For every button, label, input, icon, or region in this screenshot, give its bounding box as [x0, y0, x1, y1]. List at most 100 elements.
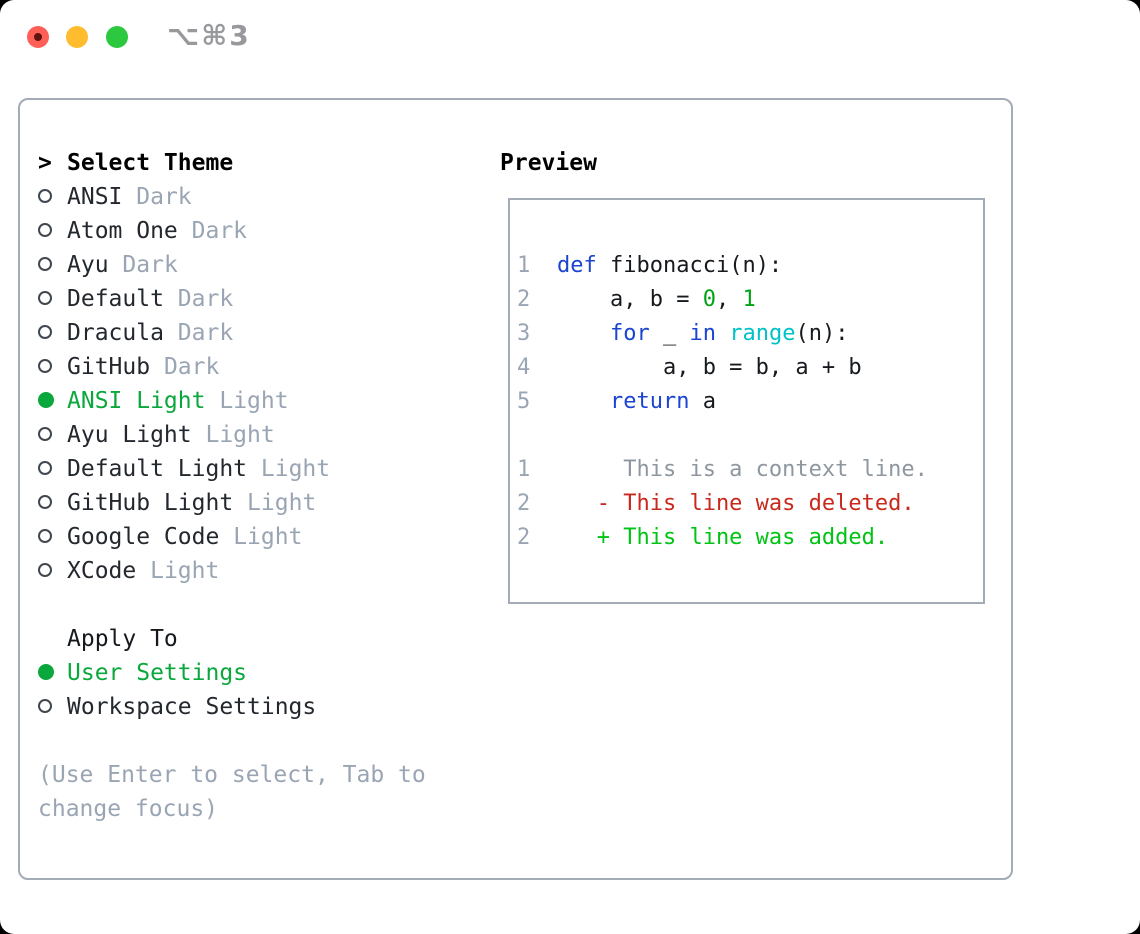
- theme-option-xcode[interactable]: XCode Light: [38, 554, 426, 588]
- code-segment-number: 0: [702, 287, 716, 312]
- line-number: 2: [517, 491, 531, 516]
- select-theme-header: >Select Theme: [38, 146, 426, 180]
- apply-to-title: Apply To: [67, 626, 178, 652]
- spacer: [38, 724, 426, 758]
- apply-option-workspace-settings[interactable]: Workspace Settings: [38, 690, 426, 724]
- line-number: 3: [517, 321, 531, 346]
- radio-circle: [38, 392, 54, 408]
- theme-option-ayu[interactable]: Ayu Dark: [38, 248, 426, 282]
- apply-to-header: Apply To: [38, 622, 426, 656]
- theme-variant-tag: Light: [247, 490, 317, 516]
- theme-name: XCode: [67, 558, 137, 584]
- theme-variant-tag: Light: [150, 558, 220, 584]
- radio-icon: [38, 350, 67, 384]
- theme-name: Ayu: [67, 252, 109, 278]
- theme-option-atom-one[interactable]: Atom One Dark: [38, 214, 426, 248]
- code-segment-plain: a, b = b, a + b: [557, 355, 862, 380]
- code-segment-plain: [557, 321, 610, 346]
- theme-name: Default Light: [67, 456, 248, 482]
- code-segment-keyword: for: [609, 321, 650, 346]
- radio-circle: [38, 257, 52, 271]
- preview-title: Preview: [500, 150, 597, 176]
- theme-variant-tag: Light: [219, 388, 289, 414]
- theme-option-github-light[interactable]: GitHub Light Light: [38, 486, 426, 520]
- theme-name: Ayu Light: [67, 422, 192, 448]
- code-segment-plain: a: [689, 389, 716, 414]
- apply-option-user-settings[interactable]: User Settings: [38, 656, 426, 690]
- diff-added-line: 2 + This line was added.: [517, 521, 983, 555]
- code-line-3: 3 for _ in range(n):: [517, 317, 983, 351]
- code-segment-plain: fibonacci(n):: [596, 253, 783, 278]
- window-title-shortcut: ⌥⌘3: [167, 19, 251, 52]
- radio-icon: [38, 282, 67, 316]
- blank-line: [517, 419, 983, 453]
- theme-option-ansi-light[interactable]: ANSI Light Light: [38, 384, 426, 418]
- radio-circle: [38, 359, 52, 373]
- theme-option-default-light[interactable]: Default Light Light: [38, 452, 426, 486]
- code-segment-plain: ,: [715, 287, 743, 312]
- theme-name: Default: [67, 286, 164, 312]
- radio-icon: [38, 180, 67, 214]
- code-segment-plain: [716, 321, 729, 346]
- radio-circle: [38, 563, 52, 577]
- theme-option-ayu-light[interactable]: Ayu Light Light: [38, 418, 426, 452]
- radio-circle: [38, 189, 52, 203]
- theme-variant-tag: Light: [205, 422, 275, 448]
- code-line-4: 4 a, b = b, a + b: [517, 351, 983, 385]
- code-segment-keyword: def: [557, 253, 597, 278]
- preview-box: 1 def fibonacci(n): 2 a, b = 0, 1 3 for _ i…: [508, 198, 985, 604]
- radio-circle: [38, 291, 52, 305]
- theme-variant-tag: Light: [233, 524, 303, 550]
- code-segment-deleted: - This line was deleted.: [557, 491, 915, 516]
- line-number: 2: [517, 287, 531, 312]
- minimize-button[interactable]: [66, 26, 88, 48]
- radio-icon: [38, 214, 67, 248]
- code-segment-plain: a, b =: [557, 287, 703, 312]
- theme-name: GitHub Light: [67, 490, 234, 516]
- preview-column: Preview 1 def fibonacci(n): 2 a, b = 0, 1 3…: [500, 146, 985, 604]
- theme-option-default[interactable]: Default Dark: [38, 282, 426, 316]
- radio-icon: [38, 248, 67, 282]
- line-number: 4: [517, 355, 531, 380]
- apply-option-label: User Settings: [67, 660, 248, 686]
- theme-option-dracula[interactable]: Dracula Dark: [38, 316, 426, 350]
- code-segment-plain: _: [649, 321, 690, 346]
- radio-circle: [38, 223, 52, 237]
- radio-icon: [38, 520, 67, 554]
- close-button-dot: [34, 33, 42, 41]
- code-segment-builtin: range: [729, 321, 796, 346]
- line-number: 2: [517, 525, 531, 550]
- theme-variant-tag: Dark: [136, 184, 192, 210]
- code-segment-keyword: return: [609, 389, 690, 414]
- diff-deleted-line: 2 - This line was deleted.: [517, 487, 983, 521]
- help-line: (Use Enter to select, Tab to: [38, 762, 426, 788]
- titlebar: ⌥⌘3: [0, 0, 1140, 74]
- radio-icon: [38, 452, 67, 486]
- theme-option-google-code[interactable]: Google Code Light: [38, 520, 426, 554]
- code-segment-keyword: in: [689, 321, 716, 346]
- select-theme-title: Select Theme: [67, 150, 234, 176]
- theme-name: ANSI Light: [67, 388, 206, 414]
- radio-icon: [38, 486, 67, 520]
- close-button[interactable]: [27, 26, 49, 48]
- apply-option-label: Workspace Settings: [67, 694, 317, 720]
- radio-circle: [38, 461, 52, 475]
- theme-option-github[interactable]: GitHub Dark: [38, 350, 426, 384]
- code-segment-plain: [557, 389, 610, 414]
- theme-variant-tag: Light: [260, 456, 331, 482]
- theme-name: Atom One: [67, 218, 178, 244]
- theme-name: GitHub: [67, 354, 151, 380]
- radio-icon: [38, 690, 67, 724]
- selected-radio-icon: [38, 384, 67, 418]
- zoom-button[interactable]: [106, 26, 128, 48]
- theme-option-ansi[interactable]: ANSI Dark: [38, 180, 426, 214]
- code-segment-added: + This line was added.: [557, 525, 889, 550]
- theme-variant-tag: Dark: [177, 286, 234, 312]
- line-number: 1: [517, 253, 531, 278]
- code-line-1: 1 def fibonacci(n):: [517, 249, 983, 283]
